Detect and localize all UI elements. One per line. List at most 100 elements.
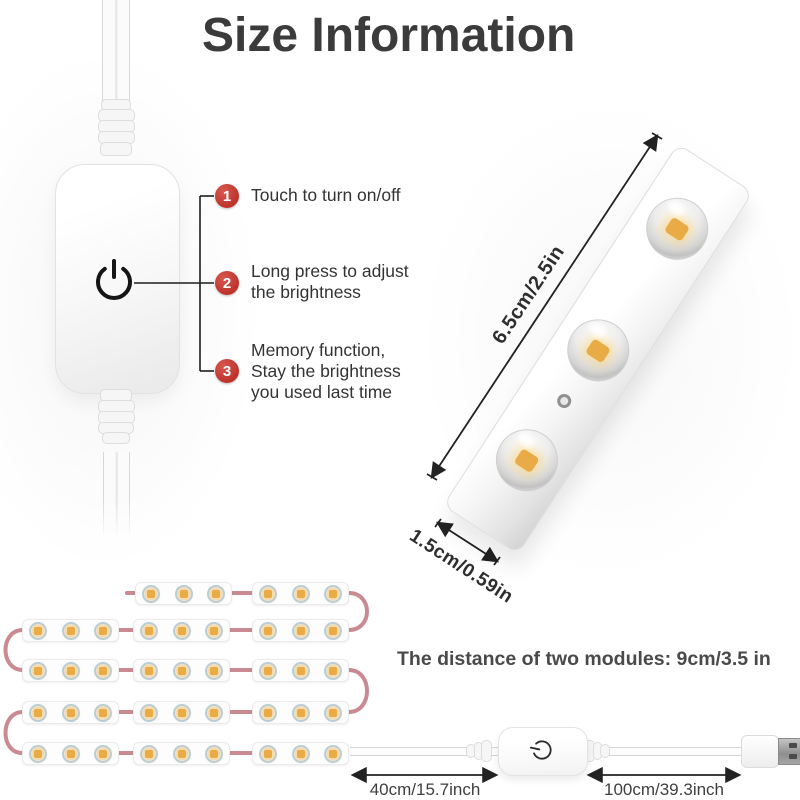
- callout-line: you used last time: [251, 382, 393, 402]
- callout-badge-1: 1: [215, 184, 239, 208]
- led-module: [252, 582, 349, 605]
- led-chip: [177, 708, 186, 717]
- led-dot: [140, 621, 158, 640]
- led-chip: [296, 626, 305, 635]
- led-dot: [205, 703, 223, 722]
- led-chip: [145, 666, 153, 675]
- led-dot: [324, 703, 342, 722]
- led-dot: [94, 621, 112, 640]
- cable-top: [102, 0, 130, 102]
- callout-text-1: Touch to turn on/off: [251, 185, 401, 206]
- led-module: [135, 582, 232, 605]
- led-chip: [145, 749, 153, 758]
- led-chip: [66, 626, 75, 635]
- callout-line: Touch to turn on/off: [251, 185, 401, 205]
- led-chip: [513, 448, 540, 474]
- led-dot: [259, 703, 277, 722]
- led-module: [133, 742, 230, 765]
- led-dot: [205, 661, 223, 680]
- led-chip: [264, 666, 272, 675]
- led-chip: [66, 749, 75, 758]
- power-icon: [96, 259, 132, 300]
- led-chip: [296, 666, 305, 675]
- led-chip: [296, 749, 305, 758]
- led-dot: [174, 584, 193, 603]
- led-chip: [210, 749, 218, 758]
- led-dot: [324, 661, 342, 680]
- cable-bottom: [103, 452, 130, 538]
- led-dot: [94, 744, 112, 763]
- callout-number: 1: [222, 187, 232, 205]
- led-chip: [179, 589, 188, 598]
- module-distance-note: The distance of two modules: 9cm/3.5 in: [397, 648, 771, 670]
- led-dot: [172, 703, 191, 722]
- led-dot: [29, 703, 47, 722]
- led-chip: [329, 666, 337, 675]
- led-chip: [177, 666, 186, 675]
- led-chip: [264, 626, 272, 635]
- led-dot: [259, 744, 277, 763]
- callout-badge-2: 2: [215, 271, 239, 295]
- led-chip: [99, 666, 107, 675]
- rib: [102, 432, 130, 444]
- switch-strain-right: [584, 737, 610, 765]
- inline-touch-switch: [498, 727, 588, 776]
- led-dot: [140, 703, 158, 722]
- led-chip: [329, 749, 337, 758]
- led-dot: [61, 661, 80, 680]
- led-dot: [259, 584, 277, 603]
- led-dot: [142, 584, 160, 603]
- led-dot: [29, 621, 47, 640]
- led-dot: [207, 584, 225, 603]
- led-chip: [99, 749, 107, 758]
- led-module: [22, 659, 119, 682]
- callout-line: the brightness: [251, 282, 361, 302]
- usb-plug: [741, 735, 779, 768]
- cable-right-length-label: 100cm/39.3inch: [603, 780, 725, 799]
- led-dot: [29, 661, 47, 680]
- led-chip: [212, 589, 220, 598]
- led-dome: [634, 185, 721, 272]
- led-dot: [291, 744, 310, 763]
- led-dot: [205, 621, 223, 640]
- led-dot: [324, 744, 342, 763]
- led-chip: [585, 338, 612, 364]
- led-dot: [61, 744, 80, 763]
- led-chip: [147, 589, 155, 598]
- led-chip: [34, 708, 42, 717]
- led-module: [133, 619, 230, 642]
- led-chip: [210, 626, 218, 635]
- cable-left-length-label: 40cm/15.7inch: [369, 780, 481, 799]
- led-chip: [145, 626, 153, 635]
- led-dot: [140, 661, 158, 680]
- led-dot: [94, 661, 112, 680]
- power-icon: [529, 740, 552, 760]
- led-dot: [259, 621, 277, 640]
- callout-number: 2: [222, 274, 232, 292]
- led-dot: [259, 661, 277, 680]
- led-chip: [145, 708, 153, 717]
- led-dome: [555, 307, 642, 394]
- led-module: [252, 619, 349, 642]
- led-module: [252, 659, 349, 682]
- led-chip: [34, 626, 42, 635]
- led-dot: [140, 744, 158, 763]
- sensor-dot: [554, 391, 574, 411]
- led-dot: [324, 584, 342, 603]
- led-chip: [296, 708, 305, 717]
- led-dot: [29, 744, 47, 763]
- led-module: [22, 742, 119, 765]
- led-dot: [291, 661, 310, 680]
- usb-contact-slot: [789, 743, 797, 748]
- led-light-bar: [442, 143, 754, 555]
- callout-line: Stay the brightness: [251, 361, 401, 381]
- led-chip: [210, 666, 218, 675]
- led-chip: [34, 749, 42, 758]
- strain-relief-bottom: [96, 389, 136, 444]
- led-dot: [291, 584, 310, 603]
- led-dot: [324, 621, 342, 640]
- led-chip: [99, 626, 107, 635]
- callout-line: Memory function,: [251, 340, 386, 360]
- led-chip: [66, 708, 75, 717]
- led-dome: [484, 417, 570, 504]
